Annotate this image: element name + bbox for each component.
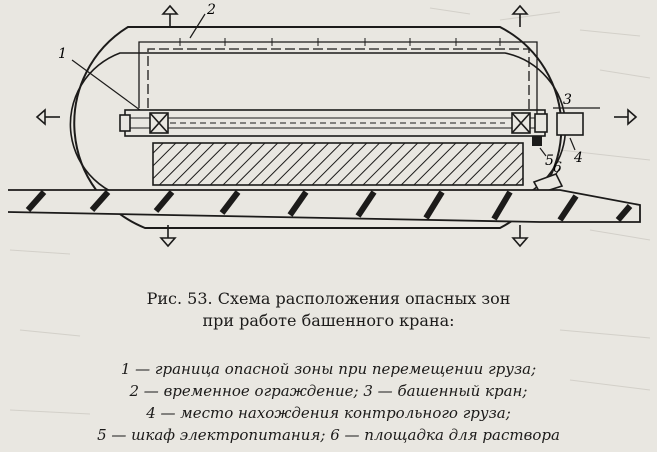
- power-cabinet: [532, 136, 542, 146]
- legend-line-1: 1 — граница опасной зоны при перемещении…: [120, 360, 537, 378]
- legend-line-2: 2 — временное ограждение; 3 — башенный к…: [129, 382, 528, 400]
- temporary-fence: [138, 38, 538, 118]
- crane-runway: [124, 109, 546, 137]
- callout-6: 6: [553, 160, 562, 176]
- building-footprint: [152, 142, 524, 186]
- legend-line-4: 5 — шкаф электропитания; 6 — площадка дл…: [97, 426, 560, 444]
- crane-danger-zone-diagram: 1 2 3 4 5 6: [7, 2, 641, 248]
- callout-2: 2: [206, 2, 216, 18]
- legend-line-3: 4 — место нахождения контрольного груза;: [146, 404, 511, 422]
- figure-title: Рис. 53. Схема расположения опасных зон: [146, 289, 511, 308]
- figure-title-continued: при работе башенного крана:: [202, 311, 455, 330]
- callout-3: 3: [563, 92, 572, 108]
- callout-4: 4: [573, 150, 583, 166]
- callout-leaders: [71, 13, 600, 175]
- access-road: [7, 189, 641, 223]
- crane-end-block-left: [119, 112, 169, 134]
- callout-1: 1: [58, 46, 67, 62]
- tower-crane: [511, 112, 548, 134]
- callout-5: 5: [545, 153, 554, 169]
- control-load: [556, 112, 584, 136]
- warning-sign-icon: [35, 4, 638, 248]
